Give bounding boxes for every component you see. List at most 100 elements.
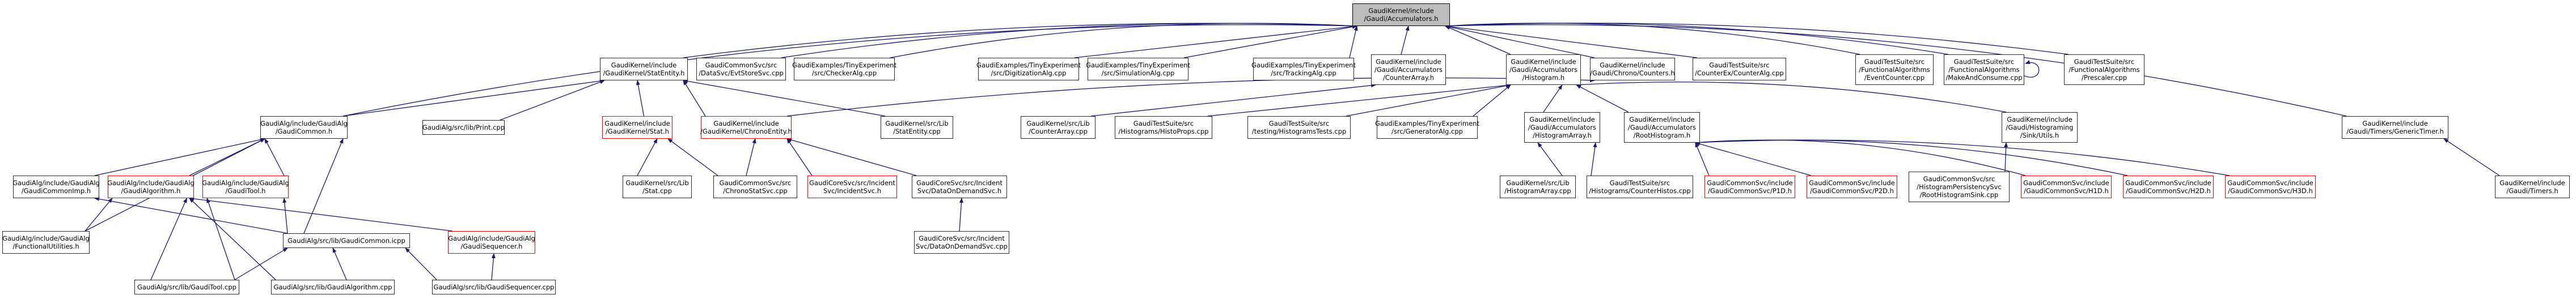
graph-node-histogram_h[interactable]: GaudiKernel/include/Gaudi/Accumulators/H… — [1506, 54, 1581, 85]
graph-node-statentity_cpp[interactable]: GaudiKernel/src/Lib/StatEntity.cpp — [881, 116, 953, 139]
include-edge — [2004, 142, 2008, 172]
graph-node-label: /FunctionalAlgorithms — [2069, 66, 2140, 74]
graph-node-gauditool_h[interactable]: GaudiAlg/include/GaudiAlg/GaudiTool.h — [202, 176, 289, 198]
graph-node-label: /GaudiKernel/StatEntity.h — [603, 69, 685, 77]
include-edge — [1349, 25, 1358, 58]
graph-node-label: GaudiAlg/include/GaudiAlg — [448, 234, 535, 242]
graph-node-stat_cpp[interactable]: GaudiKernel/src/Lib/Stat.cpp — [623, 176, 692, 198]
graph-node-label: /HistogramPersistencySvc — [1917, 183, 2002, 191]
include-edge — [84, 198, 113, 232]
graph-node-gaudicommon_h[interactable]: GaudiAlg/include/GaudiAlg/GaudiCommon.h — [260, 116, 348, 139]
graph-node-eventcounter_cpp[interactable]: GaudiTestSuite/src/FunctionalAlgorithms/… — [1855, 54, 1934, 85]
graph-node-label: GaudiExamples/TinyExperiment — [1251, 61, 1356, 69]
graph-node-label: GaudiKernel/include — [1368, 7, 1434, 15]
graph-node-p2d_h[interactable]: GaudiCommonSvc/include/GaudiCommonSvc/P2… — [1807, 176, 1897, 198]
graph-node-makeandconsume_cpp[interactable]: GaudiTestSuite/src/FunctionalAlgorithms/… — [1944, 54, 2024, 85]
graph-node-checkeralg_cpp[interactable]: GaudiExamples/TinyExperiment/src/Checker… — [792, 58, 896, 80]
graph-node-label: /RootHistogram.h — [1633, 131, 1691, 139]
graph-node-counterhistos_cpp[interactable]: GaudiTestSuite/src/Histograms/CounterHis… — [1587, 176, 1693, 198]
include-edge — [405, 247, 437, 280]
include-edge — [264, 138, 285, 176]
include-edge — [2024, 60, 2040, 78]
graph-node-label: /DataSvc/EvtStoreSvc.cpp — [699, 69, 784, 77]
graph-node-functionalutilities_h[interactable]: GaudiAlg/include/GaudiAlg/FunctionalUtil… — [2, 231, 90, 254]
graph-node-label: Svc/DataOnDemandSvc.cpp — [916, 242, 1008, 250]
graph-node-generatoralg_cpp[interactable]: GaudiExamples/TinyExperiment/src/Generat… — [1375, 116, 1479, 139]
graph-node-gaudialgorithm_cpp[interactable]: GaudiAlg/src/lib/GaudiAlgorithm.cpp — [271, 280, 395, 294]
include-edge — [1445, 25, 1511, 55]
graph-node-h3d_h[interactable]: GaudiCommonSvc/include/GaudiCommonSvc/H3… — [2225, 176, 2316, 198]
graph-node-chrono_counters_h[interactable]: GaudiKernel/include/Gaudi/Chrono/Counter… — [1590, 58, 1675, 80]
graph-node-chronostatsvc_cpp[interactable]: GaudiCommonSvc/src/ChronoStatSvc.cpp — [713, 176, 797, 198]
include-edge — [667, 138, 718, 176]
graph-node-label: /FunctionalAlgorithms — [1948, 66, 2020, 74]
graph-node-gaudisequencer_cpp[interactable]: GaudiAlg/src/lib/GaudiSequencer.cpp — [432, 280, 556, 294]
graph-node-prescaler_cpp[interactable]: GaudiTestSuite/src/FunctionalAlgorithms/… — [2064, 54, 2144, 85]
graph-node-label: GaudiKernel/src/Lib — [885, 119, 949, 127]
graph-node-label: GaudiKernel/src/Lib — [625, 179, 689, 187]
graph-node-histoprops_cpp[interactable]: GaudiTestSuite/src/Histograms/HistoProps… — [1115, 116, 1212, 139]
include-edge — [636, 80, 645, 117]
graph-node-histogramstests_cpp[interactable]: GaudiTestSuite/src/testing/HistogramsTes… — [1247, 116, 1351, 139]
graph-node-gaudialgorithm_h[interactable]: GaudiAlg/include/GaudiAlg/GaudiAlgorithm… — [107, 176, 194, 198]
graph-node-label: GaudiKernel/include — [2362, 119, 2428, 127]
include-edge — [189, 197, 453, 232]
graph-node-label: /Gaudi/Accumulators.h — [1364, 15, 1439, 23]
graph-node-h2d_h[interactable]: GaudiCommonSvc/include/GaudiCommonSvc/H2… — [2123, 176, 2214, 198]
graph-node-gaudicommonimp_h[interactable]: GaudiAlg/include/GaudiAlg/GaudiCommonImp… — [12, 176, 100, 198]
graph-node-label: GaudiKernel/include — [2007, 116, 2072, 123]
graph-node-counterarray_h[interactable]: GaudiKernel/include/Gaudi/Accumulators/C… — [1371, 54, 1446, 85]
graph-node-label: /Histogram.h — [1522, 74, 1565, 82]
graph-node-counterarray_cpp[interactable]: GaudiKernel/src/Lib/CounterArray.cpp — [1021, 116, 1095, 139]
graph-node-roothistogramsink_cpp[interactable]: GaudiCommonSvc/src/HistogramPersistencyS… — [1909, 172, 2010, 202]
graph-node-chronoentity_h[interactable]: GaudiKernel/include/GaudiKernel/ChronoEn… — [700, 116, 792, 139]
graph-node-statentity_h[interactable]: GaudiKernel/include/GaudiKernel/StatEnti… — [600, 58, 688, 80]
graph-node-histogramarray_cpp[interactable]: GaudiKernel/src/Lib/HistogramArray.cpp — [1500, 176, 1576, 198]
graph-node-label: GaudiAlg/include/GaudiAlg — [260, 119, 348, 127]
graph-node-evtstoresvc_cpp[interactable]: GaudiCommonSvc/src/DataSvc/EvtStoreSvc.c… — [696, 58, 786, 80]
graph-node-roothistogram_h[interactable]: GaudiKernel/include/Gaudi/Accumulators/R… — [1624, 112, 1700, 143]
graph-node-label: GaudiCommonSvc/include — [1809, 179, 1895, 187]
graph-node-histogramarray_h[interactable]: GaudiKernel/include/Gaudi/Accumulators/H… — [1524, 112, 1600, 143]
graph-node-label: GaudiCommonSvc/include — [2125, 179, 2211, 187]
include-edge — [2443, 138, 2500, 176]
graph-node-label: GaudiKernel/src/Lib — [1506, 179, 1570, 187]
graph-node-simulationalg_cpp[interactable]: GaudiExamples/TinyExperiment/src/Simulat… — [1086, 58, 1190, 80]
graph-node-label: /GaudiCommonSvc/H3D.h — [2228, 187, 2313, 195]
graph-node-h1d_h[interactable]: GaudiCommonSvc/include/GaudiCommonSvc/H1… — [2021, 176, 2112, 198]
graph-node-label: /GaudiCommonSvc/H1D.h — [2024, 187, 2109, 195]
graph-node-counteralg_cpp[interactable]: GaudiTestSuite/src/CounterEx/CounterAlg.… — [1693, 58, 1786, 80]
graph-node-label: /src/TrackingAlg.cpp — [1271, 69, 1336, 77]
graph-node-label: /HistogramArray.cpp — [1504, 187, 1571, 195]
graph-node-stat_h[interactable]: GaudiKernel/include/GaudiKernel/Stat.h — [602, 116, 672, 139]
graph-node-generictimer_h[interactable]: GaudiKernel/include/Gaudi/Timers/Generic… — [2342, 116, 2448, 139]
include-edge — [1576, 82, 2007, 113]
include-edge — [1207, 83, 1511, 117]
graph-node-digitizationalg_cpp[interactable]: GaudiExamples/TinyExperiment/src/Digitiz… — [976, 58, 1081, 80]
graph-node-gauditool_cpp[interactable]: GaudiAlg/src/lib/GaudiTool.cpp — [134, 280, 239, 294]
graph-node-label: /CounterEx/CounterAlg.cpp — [1695, 69, 1784, 77]
graph-node-label: /FunctionalUtilities.h — [12, 242, 79, 250]
graph-node-sink_utils_h[interactable]: GaudiKernel/include/Gaudi/Histograming/S… — [2002, 112, 2078, 143]
graph-node-label: /MakeAndConsume.cpp — [1945, 74, 2023, 82]
graph-node-gaudicommon_icpp[interactable]: GaudiAlg/src/lib/GaudiCommon.icpp — [283, 233, 410, 248]
graph-node-label: GaudiKernel/include — [1511, 58, 1576, 66]
graph-node-p1d_h[interactable]: GaudiCommonSvc/include/GaudiCommonSvc/P1… — [1704, 176, 1795, 198]
graph-node-label: GaudiExamples/TinyExperiment — [1375, 119, 1479, 127]
graph-node-label: /GaudiAlgorithm.h — [121, 187, 181, 195]
graph-node-label: GaudiCommonSvc/src — [1923, 175, 1995, 183]
graph-node-gaudisequencer_h[interactable]: GaudiAlg/include/GaudiAlg/GaudiSequencer… — [448, 231, 535, 254]
graph-node-label: /GaudiCommonImp.h — [21, 187, 91, 195]
graph-node-label: /Gaudi/Accumulators — [1374, 66, 1443, 74]
graph-node-print_cpp[interactable]: GaudiAlg/src/lib/Print.cpp — [422, 120, 505, 135]
graph-node-trackingalg_cpp[interactable]: GaudiExamples/TinyExperiment/src/Trackin… — [1251, 58, 1356, 80]
include-edge — [500, 80, 605, 121]
include-edge — [1183, 25, 1357, 58]
graph-node-label: /CounterArray.h — [1382, 74, 1435, 82]
graph-node-timers_h[interactable]: GaudiKernel/include/Gaudi/Timers.h — [2495, 176, 2570, 198]
